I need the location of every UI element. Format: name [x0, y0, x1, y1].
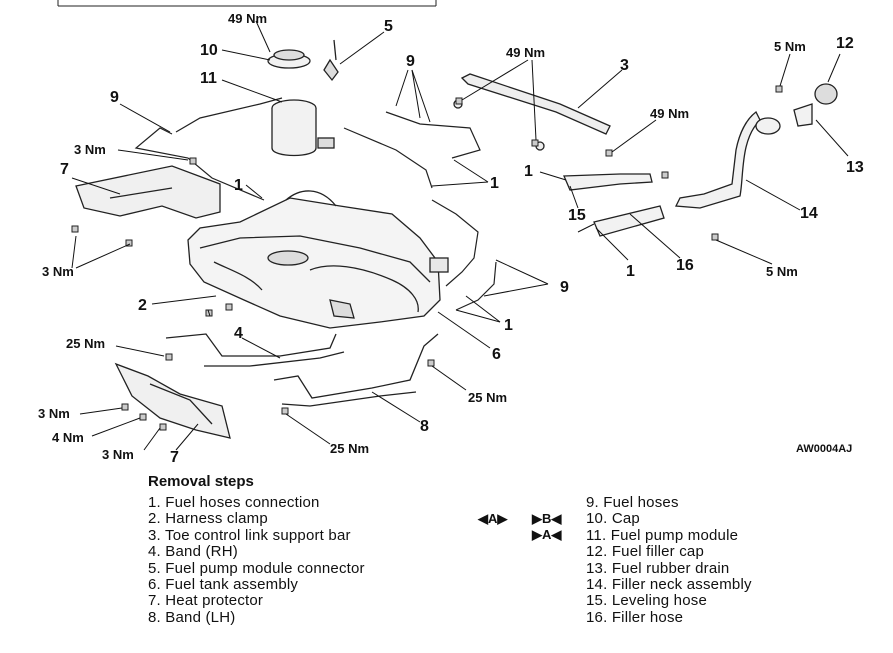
torque-label: 3 Nm	[38, 406, 70, 421]
torque-label: 3 Nm	[74, 142, 106, 157]
callout-7: 7	[60, 161, 69, 178]
callout-1: 1	[626, 263, 635, 280]
torque-label: 5 Nm	[774, 39, 806, 54]
callout-13: 13	[846, 159, 864, 176]
drawing-code: AW0004AJ	[796, 443, 852, 455]
torque-label: 25 Nm	[66, 336, 105, 351]
step-item: 7. Heat protector	[148, 592, 264, 610]
step-item: 6. Fuel tank assembly	[148, 576, 299, 594]
mark-b-installation: ▶B◀	[532, 511, 562, 526]
callout-16: 16	[676, 257, 694, 274]
fuel-hoses-drawing	[134, 97, 497, 311]
torque-label: 25 Nm	[468, 390, 507, 405]
callout-1: 1	[524, 163, 533, 180]
fuel-tank-exploded-diagram: 49 Nm 5 10 11 9 9 3 Nm 7 1 1 49 Nm 3 49 …	[38, 0, 864, 466]
torque-label: 25 Nm	[330, 441, 369, 456]
callout-8: 8	[420, 418, 429, 435]
torque-label: 3 Nm	[102, 447, 134, 462]
step-item: 4. Band (RH)	[148, 543, 238, 561]
callout-9: 9	[110, 89, 119, 106]
step-item: 10. Cap	[586, 510, 640, 528]
filler-neck-drawing	[563, 83, 838, 237]
torque-label: 49 Nm	[228, 11, 267, 26]
step-item: 2. Harness clamp	[148, 510, 268, 528]
torque-label: 5 Nm	[766, 264, 798, 279]
support-bar-drawing	[453, 73, 611, 151]
step-item: 3. Toe control link support bar	[148, 526, 351, 544]
mark-a-removal: ◀A▶	[478, 511, 508, 526]
step-item: 14. Filler neck assembly	[586, 576, 752, 594]
heat-protector-lower-drawing	[114, 362, 231, 439]
callout-12: 12	[836, 35, 854, 52]
fuel-pump-module-drawing	[267, 39, 339, 157]
bolts-drawing	[71, 85, 783, 431]
callout-4: 4	[234, 325, 243, 342]
torque-label: 4 Nm	[52, 430, 84, 445]
step-item: 1. Fuel hoses connection	[148, 494, 320, 511]
leader-lines	[71, 20, 849, 451]
step-item: 5. Fuel pump module connector	[148, 559, 365, 577]
heat-protector-upper-drawing	[75, 165, 221, 219]
step-item: 12. Fuel filler cap	[586, 543, 705, 561]
callout-9: 9	[560, 279, 569, 296]
callout-11: 11	[200, 70, 217, 87]
step-item: 13. Fuel rubber drain	[586, 559, 730, 577]
step-item: 9. Fuel hoses	[586, 494, 679, 511]
removal-steps-right: 9. Fuel hoses 10. Cap 11. Fuel pump modu…	[586, 494, 752, 626]
step-item: 16. Filler hose	[586, 608, 684, 626]
removal-steps-left: 1. Fuel hoses connection 2. Harness clam…	[148, 494, 365, 626]
mark-a-installation: ▶A◀	[532, 527, 562, 543]
top-frame	[57, 0, 437, 7]
torque-label: 3 Nm	[42, 264, 74, 279]
bands-drawing	[165, 333, 439, 407]
callout-1: 1	[234, 177, 243, 194]
callout-1: 1	[504, 317, 513, 334]
callout-6: 6	[492, 346, 501, 363]
callout-3: 3	[620, 57, 629, 74]
torque-label: 49 Nm	[506, 45, 545, 60]
callout-5: 5	[384, 18, 393, 35]
step-item: 11. Fuel pump module	[586, 526, 739, 544]
torque-label: 49 Nm	[650, 106, 689, 121]
step-item: 15. Leveling hose	[586, 592, 707, 610]
callout-1: 1	[490, 175, 499, 192]
removal-steps-title: Removal steps	[148, 473, 254, 490]
callout-labels: 49 Nm 5 10 11 9 9 3 Nm 7 1 1 49 Nm 3 49 …	[38, 11, 864, 466]
callout-14: 14	[800, 205, 818, 222]
callout-15: 15	[568, 207, 586, 224]
fuel-tank-drawing	[187, 190, 449, 329]
callout-2: 2	[138, 297, 147, 314]
step-item: 8. Band (LH)	[148, 608, 236, 626]
callout-10: 10	[200, 42, 218, 59]
callout-7: 7	[170, 449, 179, 466]
callout-9: 9	[406, 53, 415, 70]
